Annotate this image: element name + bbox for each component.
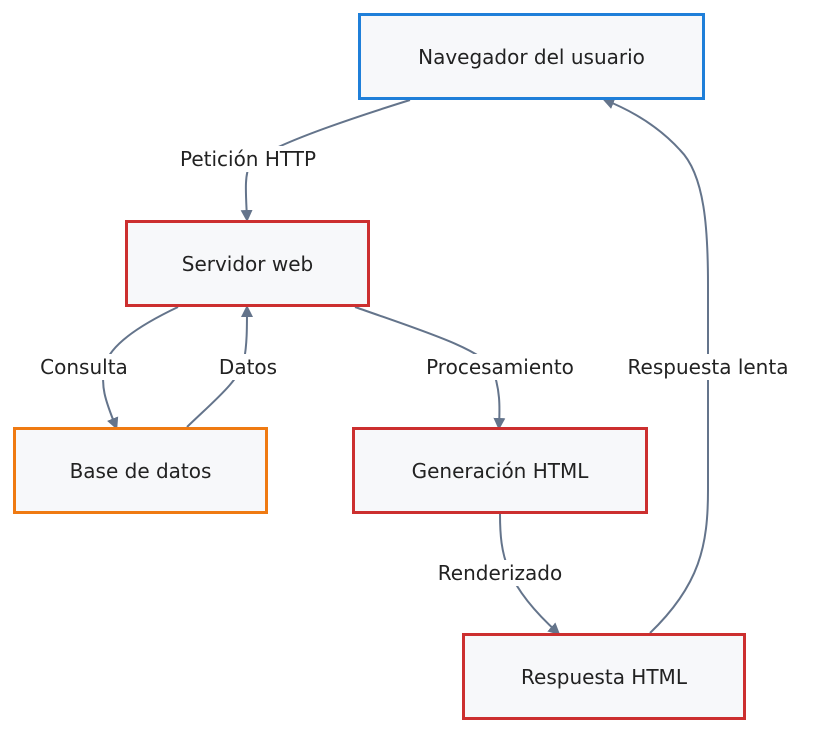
edge-label-data: Datos [214,354,282,380]
node-database: Base de datos [13,427,268,514]
node-html-response: Respuesta HTML [462,633,746,720]
edge-label-slow-response: Respuesta lenta [623,354,793,380]
edge-label-processing: Procesamiento [422,354,578,380]
edge-label-http-request: Petición HTTP [175,146,321,172]
edge-slow-response [602,97,709,634]
node-web-server: Servidor web [125,220,370,307]
edge-label-query: Consulta [36,354,132,380]
edge-label-rendering: Renderizado [433,560,567,586]
node-html-generation: Generación HTML [352,427,648,514]
node-browser: Navegador del usuario [358,13,705,100]
